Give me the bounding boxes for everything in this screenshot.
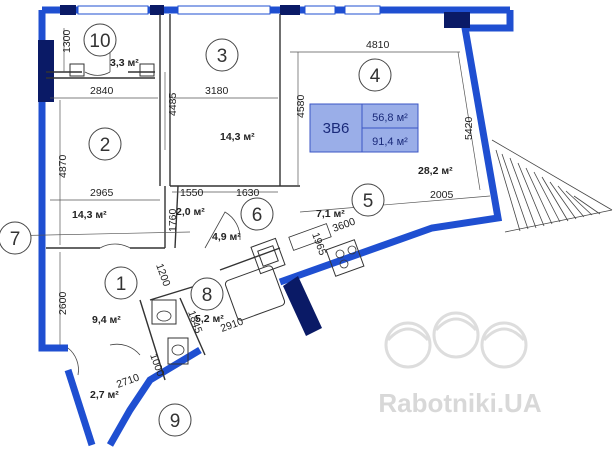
room-areas: 3,3 м² 14,3 м² 28,2 м² 14,3 м² 7,1 м² 4,…: [72, 57, 453, 401]
dim-4580: 4580: [295, 94, 307, 118]
room-number-7: 7: [10, 229, 21, 250]
room-number-8: 8: [202, 285, 213, 306]
room-area-2: 14,3 м²: [72, 209, 107, 221]
workers-logo-icon: [384, 311, 528, 369]
summary-box: 3В6 56,8 м² 91,4 м²: [309, 103, 419, 153]
dim-1550: 1550: [180, 187, 204, 199]
room-circle-10: [83, 23, 117, 57]
room-circle-3: [205, 38, 239, 72]
dim-2600: 2600: [57, 291, 69, 315]
room-area-3: 14,3 м²: [220, 131, 255, 143]
room-area-4: 28,2 м²: [418, 165, 453, 177]
room-area-1: 9,4 м²: [92, 314, 121, 326]
room-area-9: 2,7 м²: [90, 389, 119, 401]
dimension-lines: [0, 28, 491, 345]
dim-1300: 1300: [61, 29, 73, 53]
balcony-hatch: [491, 139, 613, 233]
windows: [77, 5, 381, 15]
fixtures: [151, 223, 365, 365]
dim-2005: 2005: [430, 189, 454, 201]
watermark: Rabotniki.UA: [378, 311, 542, 418]
inner-walls: [46, 14, 300, 381]
dim-4870: 4870: [57, 154, 69, 178]
dim-5420: 5420: [463, 116, 475, 140]
dim-2965: 2965: [90, 187, 114, 199]
room-area-5: 7,1 м²: [316, 208, 345, 220]
room-area-7: 2,0 м²: [176, 206, 205, 218]
door-swings: [67, 50, 241, 376]
apartment-code: 3В6: [323, 120, 350, 137]
room-circle-4: [358, 58, 392, 92]
dim-4485: 4485: [167, 92, 179, 116]
room-number-4: 4: [370, 66, 381, 87]
dim-2840: 2840: [90, 85, 114, 97]
room-number-5: 5: [363, 191, 374, 212]
dim-1630: 1630: [236, 187, 260, 199]
room-circle-1: [104, 266, 138, 300]
outer-walls: [38, 5, 514, 447]
watermark-text: Rabotniki.UA: [378, 388, 541, 418]
room-area-6: 4,9 м²: [212, 231, 241, 243]
room-area-10: 3,3 м²: [110, 57, 139, 69]
room-labels: 10 3 4 2 5 6 7 1 8 9: [0, 23, 392, 437]
room-number-6: 6: [252, 205, 263, 226]
dim-4810: 4810: [366, 39, 390, 51]
room-number-10: 10: [89, 31, 110, 52]
dim-1200: 1200: [153, 262, 172, 288]
dim-1000: 1000: [147, 352, 166, 378]
room-circle-5: [351, 183, 385, 217]
room-circle-9: [158, 403, 192, 437]
room-circle-6: [240, 197, 274, 231]
dim-1760: 1760: [167, 208, 179, 232]
room-number-1: 1: [116, 274, 127, 295]
room-circle-7: [0, 221, 32, 255]
room-area-8: 5,2 м²: [195, 313, 224, 325]
dim-2710: 2710: [115, 371, 141, 390]
living-area: 56,8 м²: [372, 112, 408, 124]
room-number-9: 9: [170, 411, 181, 432]
room-circle-2: [88, 127, 122, 161]
room-number-3: 3: [217, 46, 228, 67]
room-number-2: 2: [100, 135, 111, 156]
room-circle-8: [190, 277, 224, 311]
dim-3180: 3180: [205, 85, 229, 97]
total-area: 91,4 м²: [372, 136, 408, 148]
